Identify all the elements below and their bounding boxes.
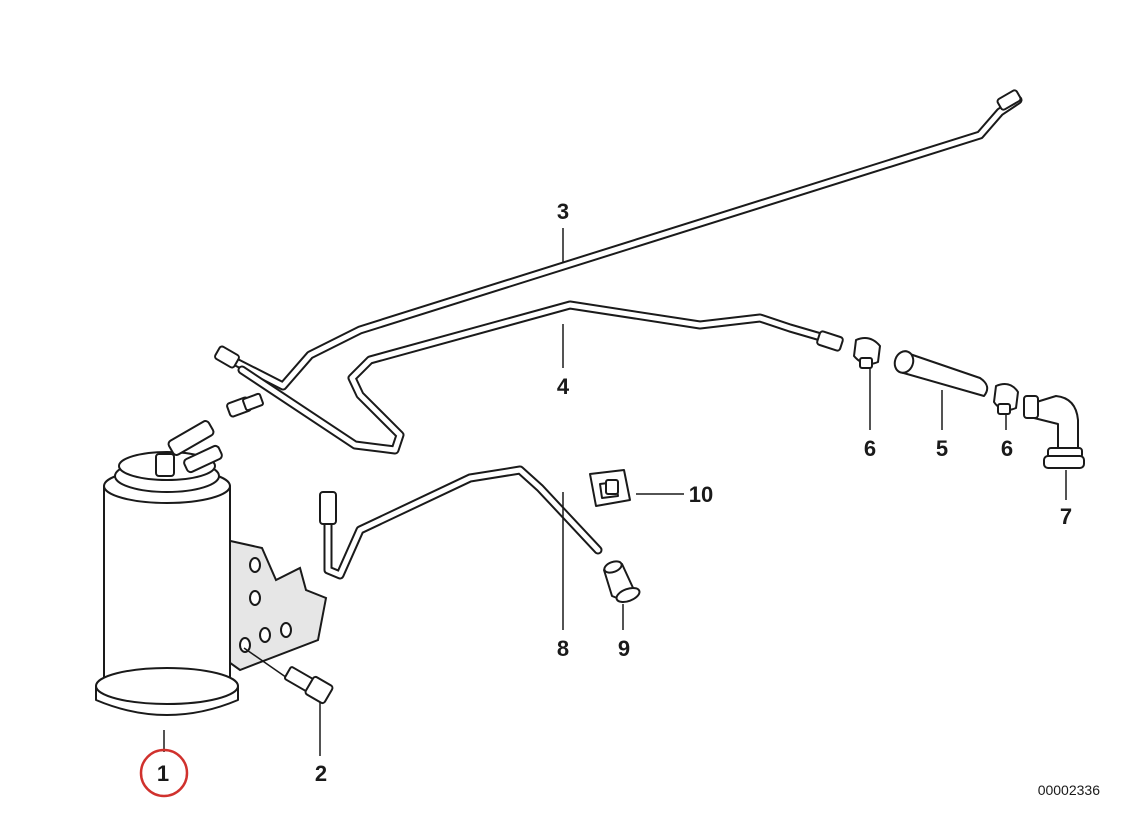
mounting-bracket xyxy=(225,538,328,672)
callout-4[interactable]: 4 xyxy=(557,374,570,399)
part-6-clamp-right[interactable] xyxy=(993,383,1019,415)
part-6-clamp-left[interactable] xyxy=(853,337,881,369)
callout-5[interactable]: 5 xyxy=(936,436,948,461)
callout-6-right[interactable]: 6 xyxy=(1001,436,1013,461)
line-3[interactable] xyxy=(223,89,1023,391)
callout-6-left[interactable]: 6 xyxy=(864,436,876,461)
connector-fittings xyxy=(214,345,264,418)
part-2-bolt[interactable] xyxy=(243,647,334,705)
part-1-carbon-canister[interactable] xyxy=(95,420,239,716)
callout-2[interactable]: 2 xyxy=(315,761,327,786)
callout-1[interactable]: 1 xyxy=(157,761,169,786)
callout-3[interactable]: 3 xyxy=(557,199,569,224)
line-4[interactable] xyxy=(237,300,844,455)
callout-1-highlight xyxy=(139,748,189,798)
callout-9[interactable]: 9 xyxy=(618,636,630,661)
callout-8[interactable]: 8 xyxy=(557,636,569,661)
callout-7[interactable]: 7 xyxy=(1060,504,1072,529)
part-9-grommet[interactable] xyxy=(603,559,641,605)
leader-lines xyxy=(163,228,1067,756)
part-10-clip[interactable] xyxy=(589,469,631,507)
callout-10[interactable]: 10 xyxy=(689,482,713,507)
part-5-hose[interactable] xyxy=(892,349,989,397)
diagram-reference-number: 00002336 xyxy=(1038,782,1101,798)
part-7-elbow-connector[interactable] xyxy=(1023,395,1085,469)
line-8[interactable] xyxy=(319,465,603,580)
